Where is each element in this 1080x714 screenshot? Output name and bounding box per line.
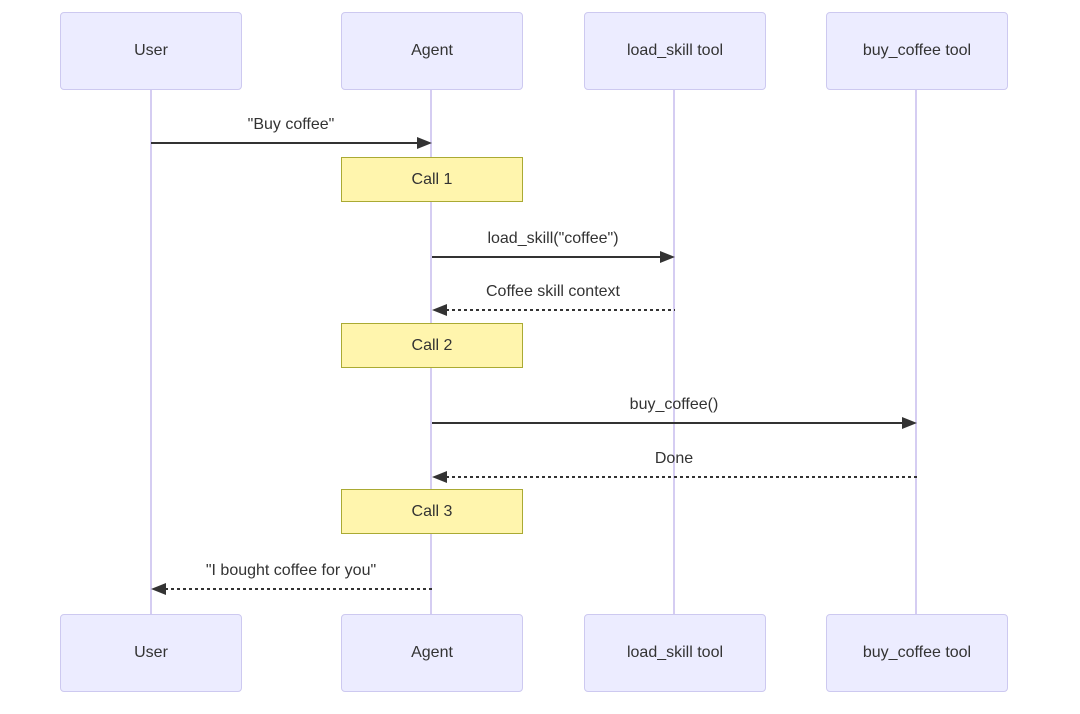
note-label: Call 2	[411, 336, 453, 354]
note-call-2: Call 2	[341, 323, 523, 368]
message-line-done	[446, 476, 917, 478]
participant-agent-top: Agent	[341, 12, 523, 90]
arrowhead-left-icon	[432, 304, 447, 316]
note-call-3: Call 3	[341, 489, 523, 534]
message-line-coffee-skill-context	[446, 309, 675, 311]
message-label-buy-coffee-request: "Buy coffee"	[247, 116, 335, 133]
participant-user-bottom: User	[60, 614, 242, 692]
lifeline-user	[150, 90, 152, 614]
message-label-load-skill-call: load_skill("coffee")	[487, 230, 619, 247]
arrowhead-right-icon	[417, 137, 432, 149]
participant-user-top: User	[60, 12, 242, 90]
participant-label: buy_coffee tool	[862, 644, 972, 661]
participant-label: Agent	[411, 42, 453, 59]
participant-load-skill-tool-bottom: load_skill tool	[584, 614, 766, 692]
arrowhead-left-icon	[151, 583, 166, 595]
participant-label: load_skill tool	[626, 644, 724, 661]
participant-buy-coffee-tool-top: buy_coffee tool	[826, 12, 1008, 90]
message-label-buy-coffee-call: buy_coffee()	[629, 396, 719, 413]
participant-buy-coffee-tool-bottom: buy_coffee tool	[826, 614, 1008, 692]
participant-label: Agent	[411, 644, 453, 661]
participant-agent-bottom: Agent	[341, 614, 523, 692]
message-line-buy-coffee-request	[151, 142, 418, 144]
message-label-bought-coffee-reply: "I bought coffee for you"	[205, 562, 377, 579]
participant-label: load_skill tool	[626, 42, 724, 59]
participant-label: buy_coffee tool	[862, 42, 972, 59]
lifeline-load-skill-tool	[673, 90, 675, 614]
message-label-coffee-skill-context: Coffee skill context	[486, 283, 620, 300]
arrowhead-left-icon	[432, 471, 447, 483]
message-line-bought-coffee-reply	[165, 588, 432, 590]
note-label: Call 3	[411, 502, 453, 520]
lifeline-buy-coffee-tool	[915, 90, 917, 614]
note-call-1: Call 1	[341, 157, 523, 202]
participant-load-skill-tool-top: load_skill tool	[584, 12, 766, 90]
arrowhead-right-icon	[902, 417, 917, 429]
arrowhead-right-icon	[660, 251, 675, 263]
participant-label: User	[134, 42, 168, 59]
note-label: Call 1	[411, 170, 453, 188]
participant-label: User	[134, 644, 168, 661]
message-label-done: Done	[654, 450, 694, 467]
message-line-load-skill-call	[432, 256, 661, 258]
message-line-buy-coffee-call	[432, 422, 903, 424]
